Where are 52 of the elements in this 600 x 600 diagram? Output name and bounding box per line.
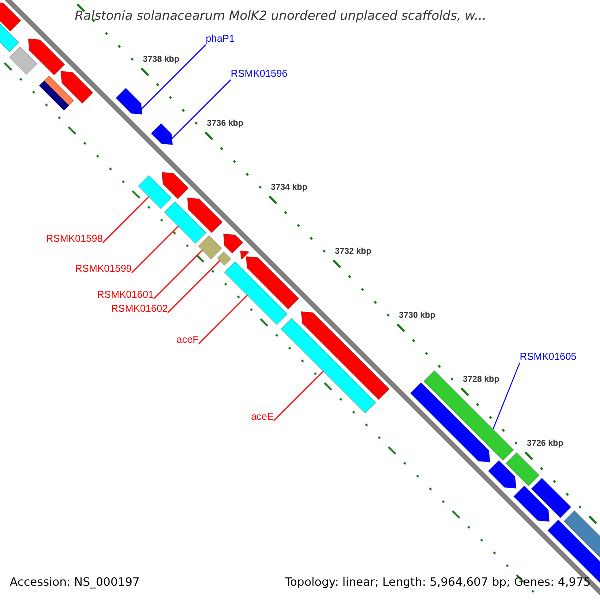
gene-block	[224, 262, 288, 326]
footer-text: Topology: linear; Length: 5,964,607 bp; Genes: 4,975	[285, 575, 591, 589]
gene-block	[531, 478, 572, 518]
gene-block	[60, 71, 94, 104]
footer-text: Accession: NS_000197	[10, 575, 140, 589]
gene-block	[198, 235, 222, 260]
tick-label: 3732 kbp	[335, 246, 372, 258]
gene-label: RSMK01602	[111, 304, 168, 316]
leader-line	[132, 226, 180, 274]
leader-line	[168, 260, 221, 314]
tick-label: 3738 kbp	[143, 54, 180, 66]
gene-block	[506, 452, 540, 487]
gene-label: aceF	[176, 335, 199, 347]
gene-block	[151, 123, 174, 146]
gene-label: RSMK01599	[75, 264, 132, 276]
leader-line	[274, 370, 324, 422]
gene-block	[44, 76, 75, 106]
tick-label: 3736 kbp	[207, 118, 244, 130]
leader-line	[154, 250, 204, 300]
gene-block	[424, 370, 514, 462]
leader-line	[172, 80, 232, 140]
tick-label: 3726 kbp	[527, 438, 564, 450]
gene-block	[513, 486, 550, 522]
tick-label: 3728 kbp	[463, 374, 500, 386]
gene-label: RSMK01596	[231, 69, 288, 81]
gene-block	[28, 38, 66, 76]
tick-label: 3730 kbp	[399, 310, 436, 322]
gene-block	[410, 382, 491, 463]
title: Ralstonia solanacearum MolK2 unordered unplaced scaffolds, w...	[75, 8, 487, 24]
leader-line	[198, 294, 248, 344]
gene-label: RSMK01605	[520, 352, 577, 364]
leader-line	[141, 44, 206, 110]
gene-label: RSMK01601	[97, 290, 154, 302]
gene-block	[9, 46, 38, 76]
gene-block	[116, 88, 143, 115]
gene-block	[164, 201, 207, 244]
gene-block	[0, 24, 20, 52]
tick-label: 3734 kbp	[271, 182, 308, 194]
gene-block	[217, 252, 232, 266]
gene-block	[187, 198, 224, 234]
gene-block	[301, 311, 390, 400]
gene-label: phaP1	[206, 34, 235, 46]
gene-block	[223, 234, 244, 254]
leader-line	[492, 362, 520, 430]
gene-block	[280, 318, 376, 414]
gene-block	[246, 256, 300, 310]
gene-block	[138, 175, 172, 210]
gene-block	[39, 80, 70, 112]
gene-block	[0, 2, 22, 32]
leader-line	[102, 196, 150, 244]
gene-label: RSMK01598	[46, 234, 103, 246]
gene-label: aceE	[251, 412, 274, 424]
